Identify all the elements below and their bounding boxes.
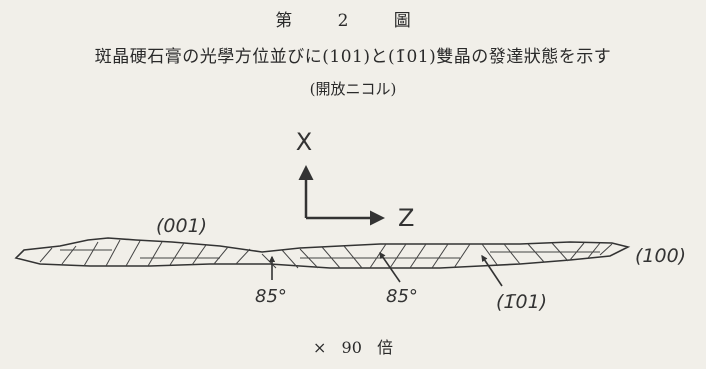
face-label-001: (001) (156, 215, 207, 237)
figure-caption: 斑晶硬石膏の光學方位並びに(101)と(1̄01)雙晶の發達狀態を示す (94, 47, 612, 67)
twin-plane-arrow (481, 254, 503, 287)
face-label-100: (100) (635, 245, 686, 267)
twin-plane-label: (1̄01) (496, 291, 547, 313)
angle-label-left: 85° (255, 286, 287, 307)
angle-right-arrow (379, 251, 401, 283)
x-axis-label: X (296, 128, 312, 156)
crystal-outline (14, 237, 631, 269)
magnification-note: × 90 倍 (313, 338, 393, 357)
z-axis-label: Z (398, 204, 414, 232)
angle-label-right: 85° (386, 286, 418, 307)
figure-subcaption: (開放ニコル) (309, 80, 397, 98)
orientation-axes: X Z (296, 128, 415, 232)
figure-number: 第 2 圖 (275, 11, 431, 31)
